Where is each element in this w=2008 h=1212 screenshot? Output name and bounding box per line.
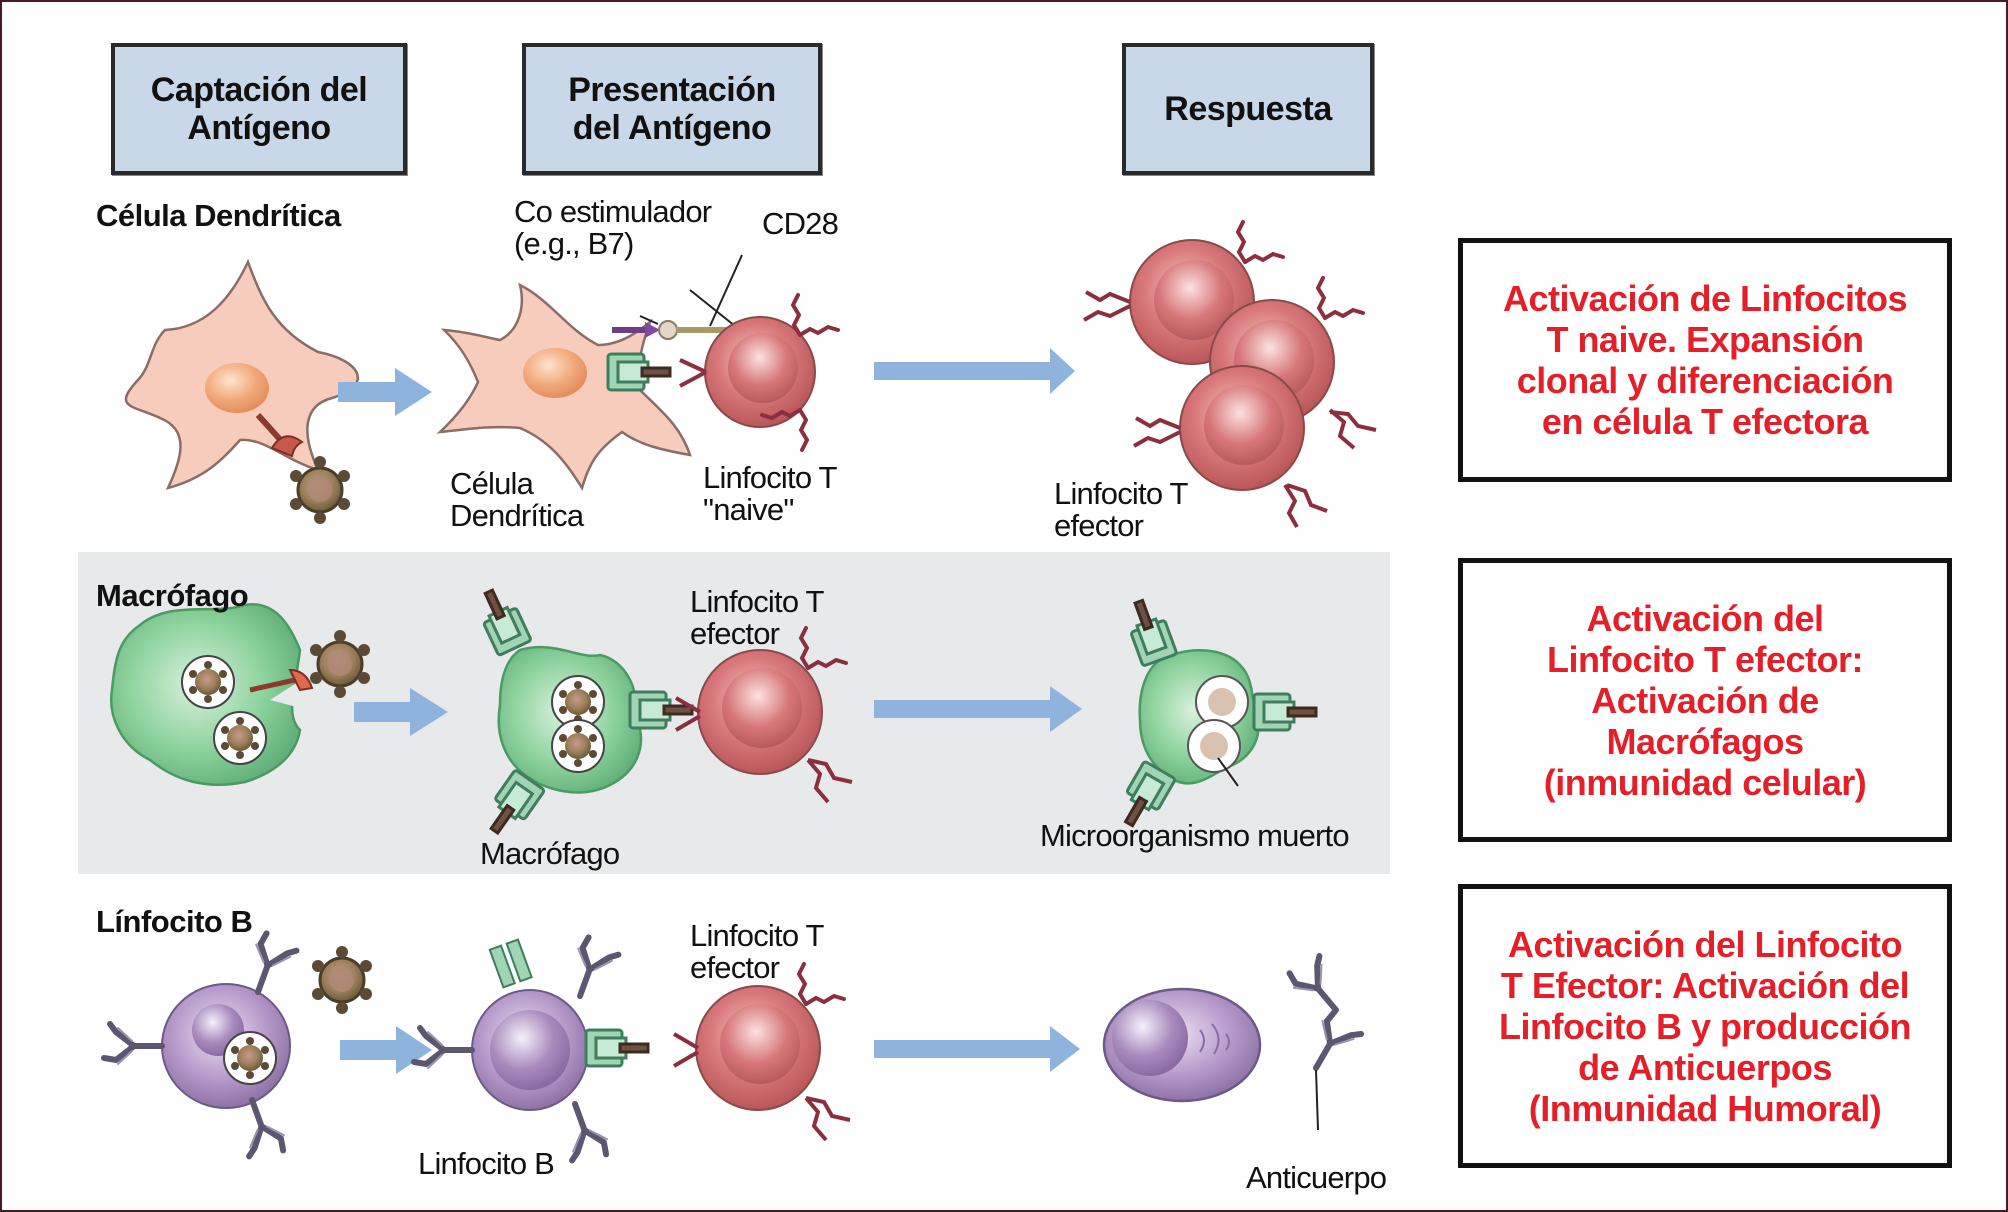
label-naive-t-cell: Linfocito T "naive" — [703, 460, 837, 527]
effector-t-cell — [697, 649, 823, 775]
tcr-icon — [1316, 276, 1365, 320]
mhc-complex-icon — [1252, 692, 1318, 732]
antibody-icon — [554, 1098, 611, 1166]
row-title-dendritic: Célula Dendrítica — [96, 198, 341, 233]
label-cd28: CD28 — [762, 206, 839, 241]
tcr-icon — [1083, 290, 1131, 322]
dead-microbe-pointer — [1217, 757, 1239, 787]
outcome-box-cellular-immunity: Activación del Linfocito T efector: Acti… — [1458, 558, 1952, 842]
antibody-icon — [104, 1024, 162, 1064]
b-cell-presenting — [471, 989, 589, 1111]
label-dead-microorganism: Microorganismo muerto — [1040, 818, 1350, 853]
label-effector-t-cell: Linfocito T efector — [690, 584, 824, 651]
outcome-text: Activación del Linfocito T Efector: Acti… — [1499, 923, 1911, 1129]
dendritic-cell-presenting — [436, 282, 740, 492]
mhc-complex-icon — [1120, 594, 1179, 668]
label-effector-t-cell: Linfocito T efector — [1054, 476, 1188, 543]
label-dendritic-cell: Célula Dendrítica — [450, 466, 584, 533]
receptor-icon — [288, 668, 314, 692]
dead-microbe-icon — [1187, 719, 1241, 773]
antibody-icon — [563, 935, 620, 1003]
flow-arrow-icon — [874, 1026, 1080, 1072]
stage-response: Respuesta — [1122, 43, 1374, 175]
outcome-text: Activación del Linfocito T efector: Acti… — [1543, 597, 1867, 803]
mhc-complex-icon — [470, 582, 533, 658]
antibody-icon — [1285, 951, 1353, 1021]
antibody-pointer — [1315, 1069, 1319, 1131]
flow-arrow-icon — [340, 1026, 432, 1074]
costim-pointer — [639, 289, 736, 327]
phagosome-icon — [551, 719, 605, 773]
label-macrophage: Macrófago — [480, 836, 620, 871]
outcome-box-t-cell-activation: Activación de Linfocitos T naive. Expans… — [1458, 238, 1952, 482]
microbe-icon — [310, 944, 374, 1016]
phagosome-icon — [223, 1031, 277, 1085]
receptor-icon — [249, 677, 296, 693]
tcr-icon — [1328, 408, 1377, 450]
tcr-icon — [1236, 220, 1285, 264]
microbe-icon — [308, 628, 372, 700]
flow-arrow-icon — [874, 348, 1075, 394]
tcr-icon — [804, 1096, 851, 1142]
antibody-icon — [1300, 1009, 1364, 1079]
cd28-pointer — [709, 254, 743, 327]
tcr-icon — [679, 358, 707, 388]
microbe-icon — [288, 454, 352, 526]
mhc-complex-icon — [606, 352, 672, 392]
dead-microbe-icon — [1195, 675, 1249, 729]
effector-t-cell — [695, 985, 821, 1111]
flow-arrow-icon — [874, 686, 1082, 732]
row-title-b-cell: Línfocito B — [96, 904, 253, 939]
dendritic-cell-capture — [124, 258, 359, 490]
tcr-icon — [674, 696, 702, 732]
tcr-icon — [672, 1032, 700, 1068]
outcome-box-humoral-immunity: Activación del Linfocito T Efector: Acti… — [1458, 884, 1952, 1168]
stage-antigen-presentation: Presentación del Antígeno — [522, 43, 822, 175]
phagosome-icon — [213, 711, 267, 765]
tcr-icon — [1133, 416, 1181, 448]
outcome-text: Activación de Linfocitos T naive. Expans… — [1502, 278, 1908, 442]
tcr-icon — [806, 758, 853, 804]
tcr-icon — [791, 293, 840, 337]
label-b-cell: Linfocito B — [418, 1146, 555, 1181]
mhc-complex-icon — [584, 1028, 650, 1068]
flow-arrow-icon — [354, 688, 448, 736]
mhc-complex-icon — [488, 944, 516, 989]
label-costimulator: Co estimulador (e.g., B7) — [514, 194, 712, 261]
plasma-cell — [1102, 987, 1262, 1103]
effector-t-cell-cluster — [1129, 239, 1335, 491]
tcr-icon — [1283, 483, 1328, 528]
phagosome-icon — [181, 655, 235, 709]
flow-arrow-icon — [338, 368, 432, 416]
mhc-complex-icon — [628, 690, 694, 730]
row-title-macrophage: Macrófago — [96, 578, 249, 613]
stage-antigen-capture: Captación del Antígeno — [111, 43, 407, 175]
label-effector-t-cell: Linfocito T efector — [690, 918, 824, 985]
naive-t-cell — [704, 316, 816, 428]
label-antibody: Anticuerpo — [1246, 1160, 1387, 1195]
